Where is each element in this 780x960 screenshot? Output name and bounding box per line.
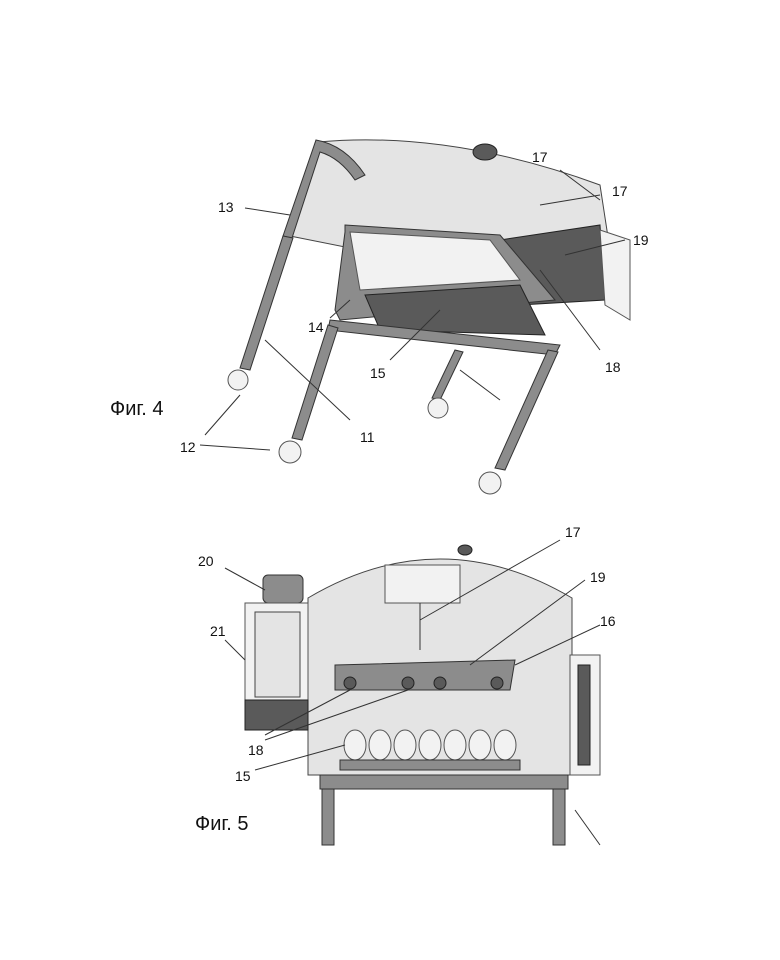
suction-cup	[434, 677, 446, 689]
egg	[369, 730, 391, 760]
leg	[495, 350, 558, 470]
egg	[469, 730, 491, 760]
label-19: 19	[590, 569, 606, 585]
label-14: 14	[308, 319, 324, 335]
lamp-box	[385, 565, 460, 603]
figure-5-caption: Фиг. 5	[195, 813, 248, 835]
caster-wheel	[428, 398, 448, 418]
suction-cup	[402, 677, 414, 689]
label-12: 12	[180, 439, 196, 455]
egg-tray	[340, 760, 520, 770]
turning-bar	[335, 660, 515, 690]
caster-wheel	[479, 472, 501, 494]
label-11: 11	[360, 429, 375, 445]
table-leg	[322, 789, 334, 845]
table-leg	[553, 789, 565, 845]
table-top	[320, 775, 568, 789]
egg	[444, 730, 466, 760]
label-15: 15	[370, 365, 386, 381]
egg	[394, 730, 416, 760]
side-panel-rail	[578, 665, 590, 765]
leg	[240, 236, 293, 370]
label-16: 16	[600, 613, 616, 629]
label-17b: 17	[612, 183, 628, 199]
figure-5-drawing	[225, 540, 600, 845]
caster-wheel	[279, 441, 301, 463]
leg	[432, 350, 463, 400]
figure-4-caption: Фиг. 4	[110, 398, 163, 420]
label-17: 17	[565, 524, 581, 540]
caster-wheel	[228, 370, 248, 390]
egg	[344, 730, 366, 760]
figure-4-drawing	[200, 140, 630, 494]
suction-cup	[344, 677, 356, 689]
egg	[419, 730, 441, 760]
control-unit-window	[255, 612, 300, 697]
top-lamp	[473, 144, 497, 160]
label-13: 13	[218, 199, 234, 215]
control-unit-base	[245, 700, 308, 730]
pump-motor	[263, 575, 303, 603]
label-21: 21	[210, 623, 226, 639]
side-box	[600, 230, 630, 320]
label-20: 20	[198, 553, 214, 569]
label-15: 15	[235, 768, 251, 784]
label-18: 18	[605, 359, 621, 375]
label-17a: 17	[532, 149, 548, 165]
label-19: 19	[633, 232, 649, 248]
suction-cup	[491, 677, 503, 689]
top-lamp	[458, 545, 472, 555]
egg	[494, 730, 516, 760]
leg	[292, 325, 338, 440]
label-18: 18	[248, 742, 264, 758]
